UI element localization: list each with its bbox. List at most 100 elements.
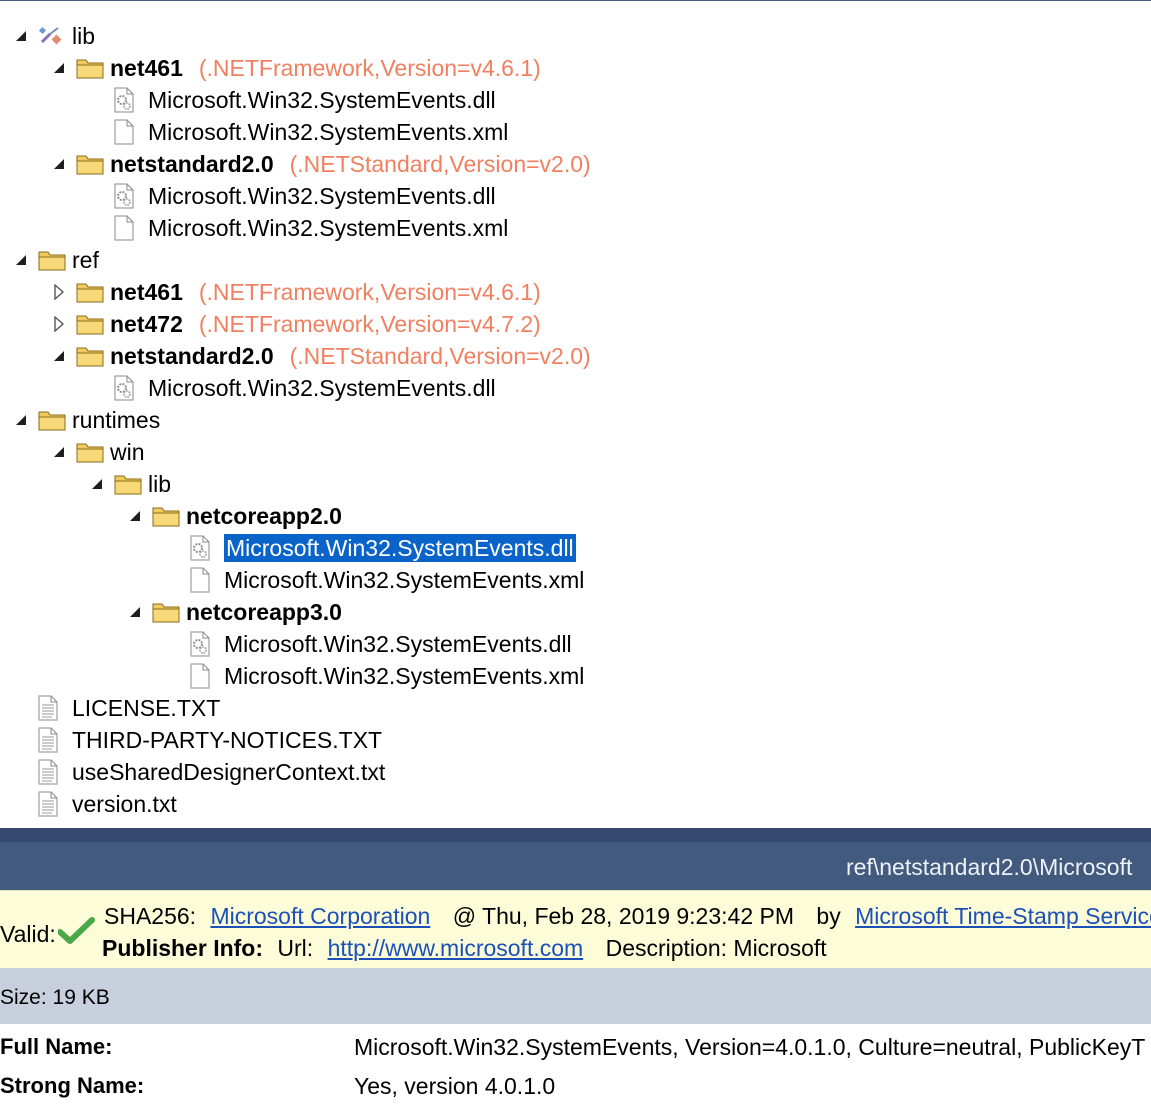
folder-icon — [152, 500, 180, 532]
tree-node-license[interactable]: LICENSE.TXT — [10, 692, 220, 724]
target-framework-label: (.NETStandard,Version=v2.0) — [289, 342, 591, 369]
tree-node-label: netcoreapp3.0 — [186, 599, 342, 625]
dll-file-icon — [114, 372, 142, 404]
tree-node-label: lib — [148, 471, 172, 497]
tree-node-ref-net461[interactable]: net461(.NETFramework,Version=v4.6.1) — [48, 276, 541, 308]
file-path: ref\netstandard2.0\Microsoft — [846, 854, 1133, 880]
tree-node-version[interactable]: version.txt — [10, 788, 177, 820]
folder-icon — [152, 596, 180, 628]
file-icon — [190, 564, 218, 596]
tree-node-lib-netstandard20-dll[interactable]: Microsoft.Win32.SystemEvents.dll — [86, 180, 496, 212]
publisher-url-link[interactable]: http://www.microsoft.com — [327, 935, 584, 961]
target-framework-label: (.NETStandard,Version=v2.0) — [289, 150, 591, 177]
timestamp-service-link[interactable]: Microsoft Time-Stamp Service — [855, 903, 1151, 929]
expanded-arrow-icon[interactable] — [10, 244, 32, 276]
tree-node-label: version.txt — [72, 791, 177, 817]
tree-node-lib-net461-xml[interactable]: Microsoft.Win32.SystemEvents.xml — [86, 116, 508, 148]
size-bar: Size: 19 KB — [0, 968, 1151, 1024]
url-label: Url: — [277, 935, 314, 961]
tree-node-label: Microsoft.Win32.SystemEvents.xml — [224, 663, 585, 689]
tree-node-netcoreapp20-dll[interactable]: Microsoft.Win32.SystemEvents.dll — [162, 532, 576, 564]
tree-node-lib-netstandard20[interactable]: netstandard2.0 (.NETStandard,Version=v2.0… — [48, 148, 591, 180]
top-border — [0, 0, 1151, 1]
collapsed-arrow-icon[interactable] — [48, 308, 70, 340]
property-value: Microsoft.Win32.SystemEvents, Version=4.… — [354, 1034, 1146, 1060]
tree-node-label: net461 — [110, 55, 183, 81]
tree-node-netcoreapp20-xml[interactable]: Microsoft.Win32.SystemEvents.xml — [162, 564, 584, 596]
dll-file-icon — [114, 180, 142, 212]
signature-panel: Valid: SHA256: Microsoft Corporation @ T… — [0, 890, 1151, 969]
tree-node-lib-netstandard20-xml[interactable]: Microsoft.Win32.SystemEvents.xml — [86, 212, 508, 244]
folder-icon — [76, 52, 104, 84]
by-label: by — [816, 903, 841, 929]
signer-link[interactable]: Microsoft Corporation — [210, 903, 431, 929]
expanded-arrow-icon[interactable] — [124, 596, 146, 628]
tree-node-ref-net472[interactable]: net472(.NETFramework,Version=v4.7.2) — [48, 308, 541, 340]
tree-node-lib-net461-dll[interactable]: Microsoft.Win32.SystemEvents.dll — [86, 84, 496, 116]
tree-node-runtimes-win-lib[interactable]: lib — [86, 468, 171, 500]
lib-package-icon — [38, 20, 66, 52]
tree-node-ref[interactable]: ref — [10, 244, 99, 276]
tree-node-netcoreapp20[interactable]: netcoreapp2.0 — [124, 500, 342, 532]
property-row-strong-name: Strong Name: Yes, version 4.0.1.0 — [0, 1063, 1151, 1101]
expanded-arrow-icon[interactable] — [48, 52, 70, 84]
collapsed-arrow-icon[interactable] — [48, 276, 70, 308]
text-file-icon — [38, 756, 66, 788]
tree-node-label: net461 — [110, 279, 183, 305]
tree-node-runtimes-win[interactable]: win — [48, 436, 145, 468]
splitter-bar[interactable] — [0, 828, 1151, 842]
file-size: Size: 19 KB — [0, 986, 110, 1009]
tree-node-label: runtimes — [72, 407, 161, 433]
folder-icon — [114, 468, 142, 500]
file-icon — [114, 116, 142, 148]
dll-file-icon — [114, 84, 142, 116]
tree-node-netcoreapp30-xml[interactable]: Microsoft.Win32.SystemEvents.xml — [162, 660, 584, 692]
property-key: Full Name: — [0, 1034, 113, 1059]
expanded-arrow-icon[interactable] — [124, 500, 146, 532]
tree-node-runtimes[interactable]: runtimes — [10, 404, 160, 436]
tree-node-label: lib — [72, 23, 96, 49]
tree-node-third-party-notices[interactable]: THIRD-PARTY-NOTICES.TXT — [10, 724, 382, 756]
tree-node-label: netcoreapp2.0 — [186, 503, 342, 529]
package-file-tree[interactable]: lib net461 (.NETFramework,Version=v4.6.1) M… — [0, 20, 1151, 828]
tree-node-usesharedesignercontext[interactable]: useSharedDesignerContext.txt — [10, 756, 385, 788]
expanded-arrow-icon[interactable] — [48, 340, 70, 372]
signature-line: SHA256: Microsoft Corporation @ Thu, Feb… — [104, 903, 1151, 930]
tree-node-lib[interactable]: lib — [10, 20, 95, 52]
toggle-spacer — [10, 692, 32, 724]
folder-icon — [76, 340, 104, 372]
tree-node-ref-netstandard20[interactable]: netstandard2.0 (.NETStandard,Version=v2.0… — [48, 340, 591, 372]
tree-node-label: net472 — [110, 311, 183, 337]
target-framework-label: (.NETFramework,Version=v4.6.1) — [198, 54, 541, 81]
properties-panel: Full Name: Microsoft.Win32.SystemEvents,… — [0, 1024, 1151, 1113]
file-icon — [114, 212, 142, 244]
sha-label: SHA256: — [104, 903, 197, 929]
dll-file-icon — [190, 628, 218, 660]
folder-icon — [76, 308, 104, 340]
details-header: ref\netstandard2.0\Microsoft — [0, 842, 1151, 890]
valid-label: Valid: — [0, 921, 56, 947]
tree-node-label: Microsoft.Win32.SystemEvents.dll — [148, 183, 496, 209]
tree-node-label: netstandard2.0 — [110, 343, 274, 369]
folder-icon — [38, 244, 66, 276]
expanded-arrow-icon[interactable] — [10, 20, 32, 52]
file-icon — [190, 660, 218, 692]
tree-node-label: Microsoft.Win32.SystemEvents.dll — [224, 534, 576, 562]
expanded-arrow-icon[interactable] — [10, 404, 32, 436]
tree-node-label: Microsoft.Win32.SystemEvents.dll — [148, 375, 496, 401]
text-file-icon — [38, 788, 66, 820]
tree-node-netcoreapp30-dll[interactable]: Microsoft.Win32.SystemEvents.dll — [162, 628, 572, 660]
tree-node-ref-netstandard20-dll[interactable]: Microsoft.Win32.SystemEvents.dll — [86, 372, 496, 404]
expanded-arrow-icon[interactable] — [86, 468, 108, 500]
expanded-arrow-icon[interactable] — [48, 436, 70, 468]
toggle-spacer — [10, 788, 32, 820]
expanded-arrow-icon[interactable] — [48, 148, 70, 180]
tree-node-label: netstandard2.0 — [110, 151, 274, 177]
checkmark-icon — [57, 917, 96, 951]
tree-node-lib-net461[interactable]: net461 (.NETFramework,Version=v4.6.1) — [48, 52, 541, 84]
text-file-icon — [38, 724, 66, 756]
property-key: Strong Name: — [0, 1073, 145, 1098]
tree-node-netcoreapp30[interactable]: netcoreapp3.0 — [124, 596, 342, 628]
tree-node-label: Microsoft.Win32.SystemEvents.dll — [224, 631, 572, 657]
tree-node-label: LICENSE.TXT — [72, 695, 221, 721]
